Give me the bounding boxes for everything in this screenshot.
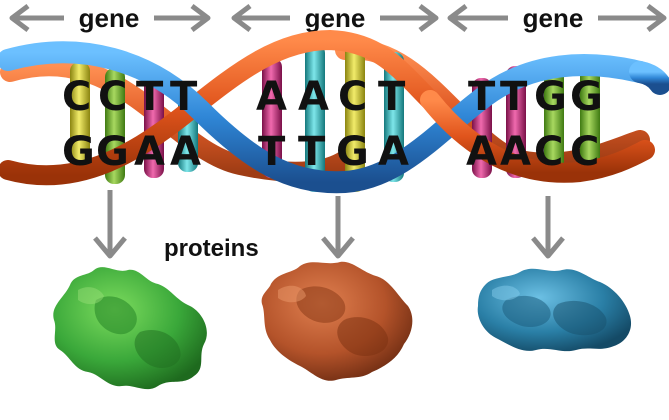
gene-label-2: gene <box>305 3 366 33</box>
base-letter: C <box>534 129 563 175</box>
base-letter: A <box>170 129 201 175</box>
base-letter: T <box>298 129 326 175</box>
base-letter: G <box>570 74 603 120</box>
base-letter: G <box>336 129 369 175</box>
base-letter: A <box>466 129 497 175</box>
base-letter: C <box>62 74 91 120</box>
base-letter: A <box>256 74 287 120</box>
base-letter: C <box>98 74 127 120</box>
base-letter: G <box>96 129 129 175</box>
base-letter: G <box>534 74 567 120</box>
protein-blob-brown <box>262 262 413 381</box>
base-letter: T <box>500 74 528 120</box>
gene-arrow-2: gene <box>234 3 436 33</box>
base-letter: A <box>378 129 409 175</box>
protein-blob-icon <box>262 262 413 381</box>
protein-blob-green <box>53 267 207 389</box>
base-letter: G <box>62 129 95 175</box>
base-letter: T <box>378 74 406 120</box>
base-letter: T <box>170 74 198 120</box>
gene-arrow-1: gene <box>12 3 208 33</box>
base-letter: A <box>298 74 329 120</box>
protein-blob-blue <box>478 269 631 351</box>
base-letter: A <box>500 129 531 175</box>
gene-arrow-3: gene <box>450 3 664 33</box>
down-arrow-2 <box>323 196 353 256</box>
base-letter: C <box>570 129 599 175</box>
base-letter: C <box>338 74 367 120</box>
gene-label-1: gene <box>79 3 140 33</box>
gene-label-3: gene <box>523 3 584 33</box>
down-arrow-3 <box>533 196 563 256</box>
proteins-label: proteins <box>164 235 259 262</box>
down-arrow-1 <box>95 190 125 256</box>
base-letter: A <box>134 129 165 175</box>
base-letter: T <box>468 74 496 120</box>
base-letter: T <box>136 74 164 120</box>
base-letter: T <box>258 129 286 175</box>
